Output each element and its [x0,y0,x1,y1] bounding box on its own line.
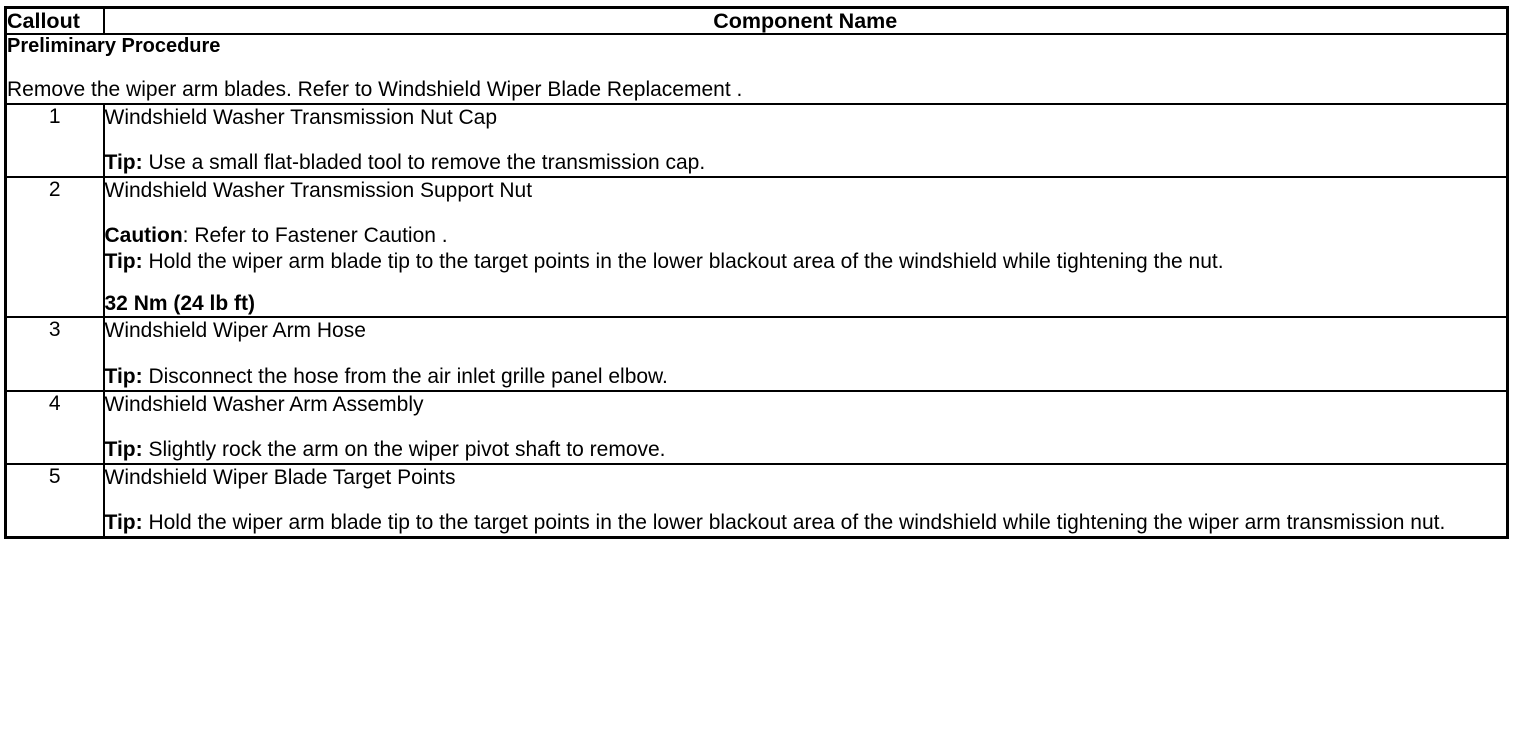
preliminary-procedure-cell: Preliminary Procedure Remove the wiper a… [4,33,1509,105]
table-row: 2 Windshield Washer Transmission Support… [4,175,1509,319]
tip-label: Tip: [104,438,143,462]
callout-number: 2 [4,175,105,319]
callout-number: 5 [4,462,105,539]
component-description-cell: Windshield Wiper Arm Hose Tip: Disconnec… [102,316,1509,392]
preliminary-procedure-row: Preliminary Procedure Remove the wiper a… [4,33,1509,105]
tip-note: Tip: Hold the wiper arm blade tip to the… [105,510,1507,536]
component-name: Windshield Washer Transmission Support N… [104,178,533,202]
component-description-cell: Windshield Washer Transmission Nut Cap T… [102,102,1509,178]
spacer [105,344,1507,364]
spacer [105,130,1507,150]
callout-number: 1 [4,102,105,178]
component-description-cell: Windshield Washer Arm Assembly Tip: Slig… [102,389,1509,465]
tip-note: Tip: Disconnect the hose from the air in… [105,364,1507,390]
caution-note: Caution: Refer to Fastener Caution . [105,223,1507,249]
component-name: Windshield Wiper Arm Hose [104,319,366,343]
spacer [105,203,1507,223]
tip-note: Tip: Slightly rock the arm on the wiper … [105,437,1507,463]
table-row: 3 Windshield Wiper Arm Hose Tip: Disconn… [4,316,1509,392]
tip-label: Tip: [104,151,143,175]
preliminary-procedure-text: Remove the wiper arm blades. Refer to Wi… [7,78,743,102]
spacer [105,275,1507,291]
table-row: 5 Windshield Wiper Blade Target Points T… [4,462,1509,539]
tip-text: Disconnect the hose from the air inlet g… [142,364,668,388]
callout-number: 4 [4,389,105,465]
component-name: Windshield Washer Transmission Nut Cap [104,105,498,129]
caution-text: : Refer to Fastener Caution . [182,224,448,248]
spacer [105,490,1507,510]
header-row: Callout Component Name [4,6,1509,36]
column-header-callout: Callout [4,6,105,36]
caution-label: Caution [104,224,183,248]
component-name: Windshield Washer Arm Assembly [104,392,424,416]
tip-label: Tip: [104,511,143,535]
component-description-cell: Windshield Washer Transmission Support N… [102,175,1509,319]
tip-note: Tip: Hold the wiper arm blade tip to the… [105,249,1507,275]
tip-text: Hold the wiper arm blade tip to the targ… [142,250,1224,274]
spacer [7,62,1506,78]
component-description-cell: Windshield Wiper Blade Target Points Tip… [102,462,1509,539]
spacer [105,417,1507,437]
tip-label: Tip: [104,364,143,388]
table-row: 1 Windshield Washer Transmission Nut Cap… [4,102,1509,178]
tip-text: Hold the wiper arm blade tip to the targ… [142,511,1446,535]
tip-note: Tip: Use a small flat-bladed tool to rem… [105,150,1507,176]
tip-label: Tip: [104,250,143,274]
column-header-component-name: Component Name [102,6,1509,36]
component-name: Windshield Wiper Blade Target Points [104,465,456,489]
table-header: Callout Component Name [4,6,1509,36]
table-row: 4 Windshield Washer Arm Assembly Tip: Sl… [4,389,1509,465]
tip-text: Slightly rock the arm on the wiper pivot… [142,438,666,462]
table-body: Preliminary Procedure Remove the wiper a… [4,33,1509,539]
preliminary-procedure-title: Preliminary Procedure [7,35,221,58]
callout-component-table: Callout Component Name Preliminary Proce… [4,6,1509,539]
callout-number: 3 [4,316,105,392]
torque-spec: 32 Nm (24 lb ft) [104,291,256,315]
tip-text: Use a small flat-bladed tool to remove t… [142,151,706,175]
